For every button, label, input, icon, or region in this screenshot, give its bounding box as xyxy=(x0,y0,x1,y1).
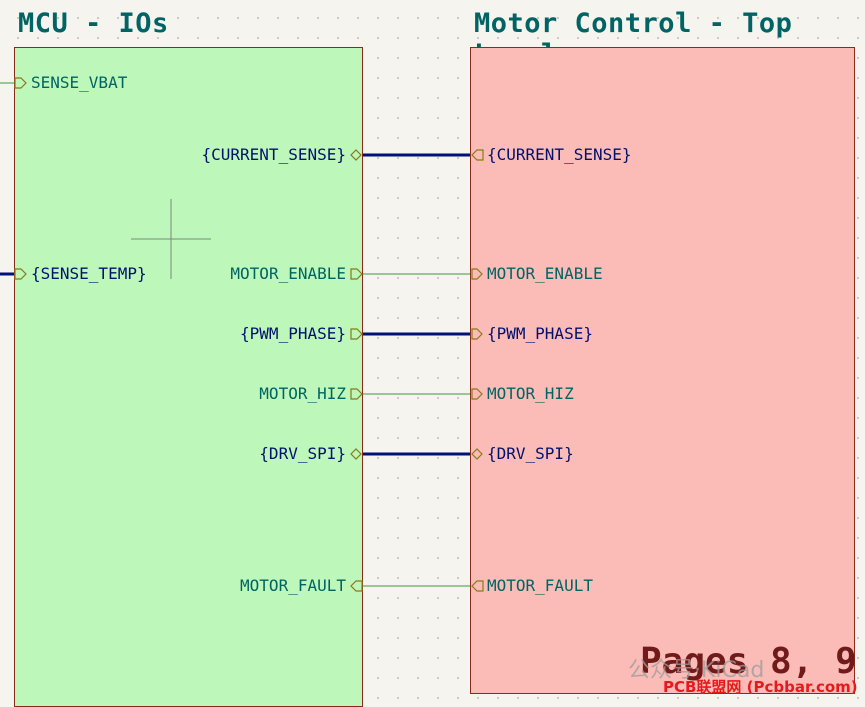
sheet-pages-label: Pages 8, 9 xyxy=(640,641,857,682)
crosshair-cursor-icon xyxy=(131,199,211,279)
motor-pin-label: {DRV_SPI} xyxy=(487,444,574,463)
input-pin-icon xyxy=(471,388,483,400)
output-pin-icon xyxy=(471,580,484,592)
output-pin-icon xyxy=(350,388,363,400)
motor-pin-label: MOTOR_HIZ xyxy=(487,384,574,403)
output-pin-icon xyxy=(350,328,363,340)
input-pin-icon xyxy=(471,268,483,280)
output-pin-icon xyxy=(350,268,363,280)
motor-pin-label: MOTOR_ENABLE xyxy=(487,264,603,283)
mcu-pin-label: {DRV_SPI} xyxy=(259,444,346,463)
mcu-pin-label: SENSE_VBAT xyxy=(31,73,128,92)
bidirectional-pin-icon xyxy=(350,448,362,460)
mcu-sheet-title: MCU - IOs xyxy=(18,8,169,39)
input-pin-icon xyxy=(350,580,363,592)
watermark-url: PCB联盟网 (Pcbbar.com) xyxy=(663,678,858,696)
watermark-text: 公众号·KiCad xyxy=(628,658,765,683)
output-pin-icon xyxy=(471,149,484,161)
input-pin-icon xyxy=(471,328,483,340)
motor-pin-label: MOTOR_FAULT xyxy=(487,576,593,595)
motor-pin-label: {CURRENT_SENSE} xyxy=(487,145,632,164)
bidirectional-pin-icon xyxy=(471,448,483,460)
input-pin-icon xyxy=(14,77,27,89)
mcu-pin-label: MOTOR_FAULT xyxy=(240,576,346,595)
mcu-pin-label: MOTOR_HIZ xyxy=(259,384,346,403)
motor-control-hierarchical-sheet[interactable] xyxy=(470,47,855,694)
mcu-hierarchical-sheet[interactable] xyxy=(14,47,363,707)
mcu-pin-label: {SENSE_TEMP} xyxy=(31,264,147,283)
output-pin-icon xyxy=(14,268,27,280)
bidirectional-pin-icon xyxy=(350,149,362,161)
motor-pin-label: {PWM_PHASE} xyxy=(487,324,593,343)
mcu-pin-label: MOTOR_ENABLE xyxy=(230,264,346,283)
mcu-pin-label: {PWM_PHASE} xyxy=(240,324,346,343)
mcu-pin-label: {CURRENT_SENSE} xyxy=(201,145,347,164)
